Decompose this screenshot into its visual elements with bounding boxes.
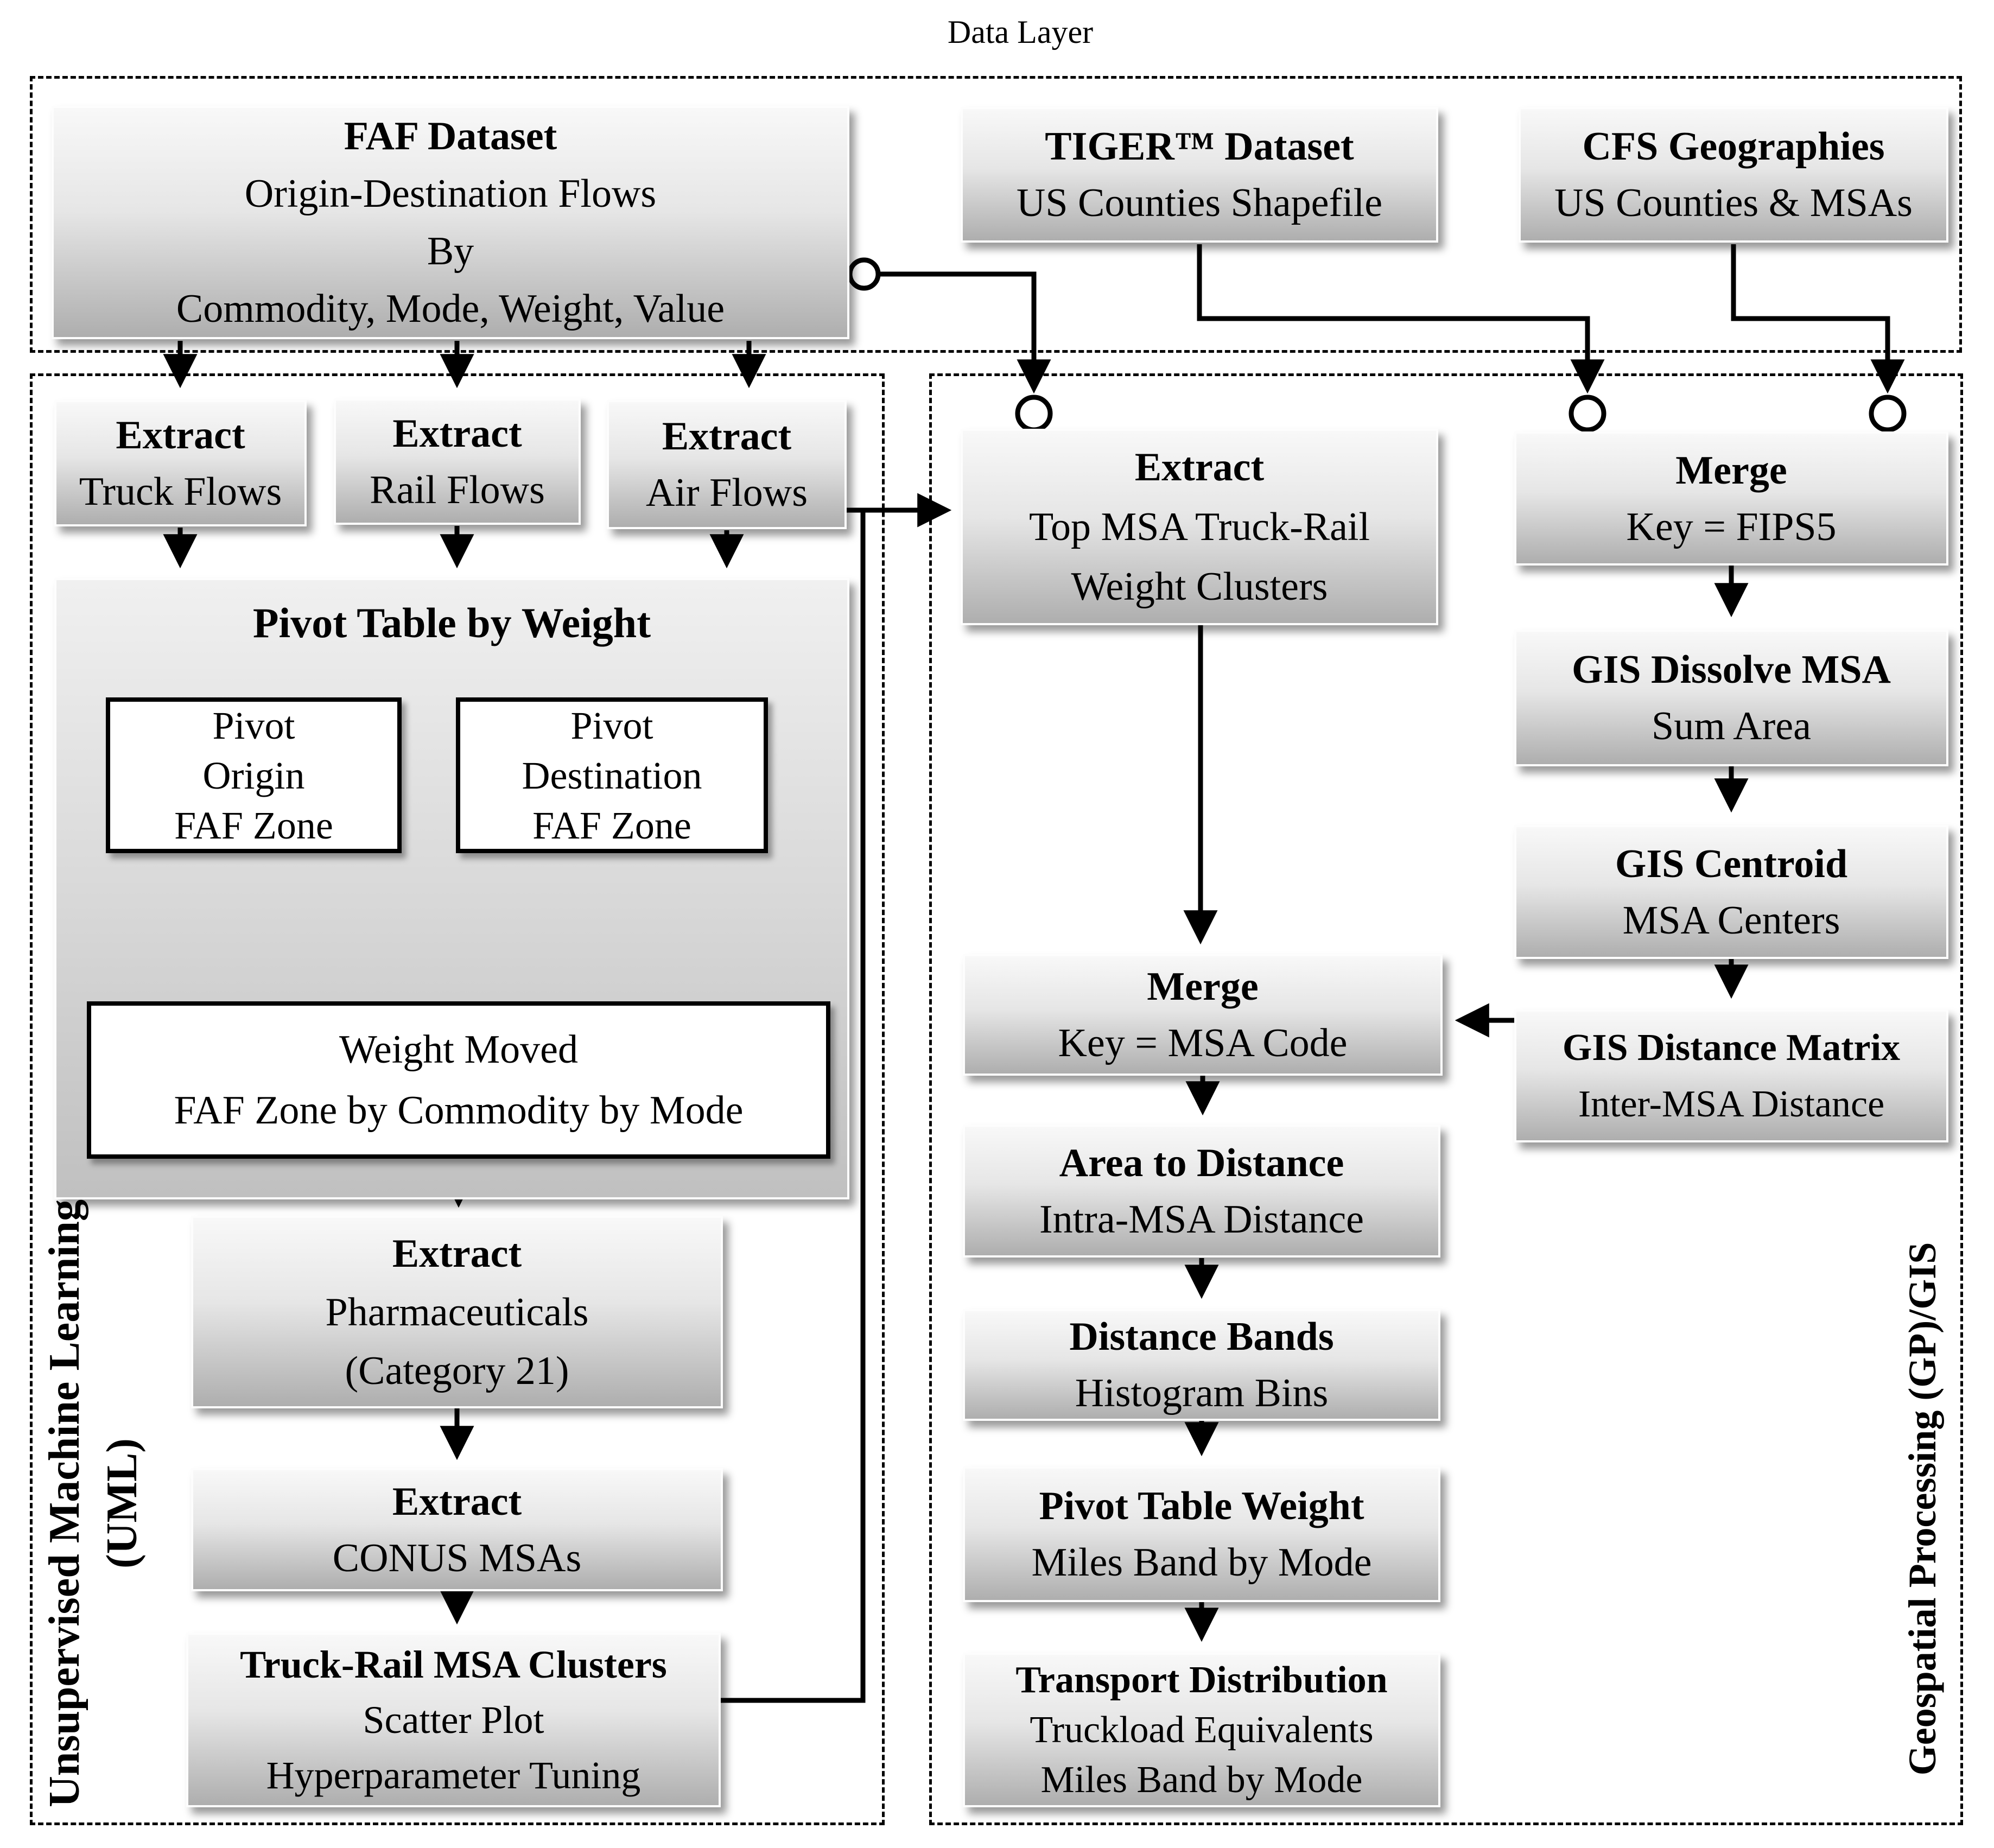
- tiger-dataset-box: TIGER™ Dataset US Counties Shapefile: [961, 107, 1438, 243]
- extract-conus-msas-box: Extract CONUS MSAs: [191, 1468, 723, 1591]
- box-line: Truckload Equivalents: [1030, 1709, 1374, 1751]
- gis-centroid-box: GIS Centroid MSA Centers: [1514, 825, 1948, 959]
- box-line: Inter-MSA Distance: [1578, 1083, 1885, 1125]
- pivot-destination-box: Pivot Destination FAF Zone: [456, 697, 768, 853]
- data-layer-panel: [30, 76, 1962, 353]
- box-line: Pivot: [570, 703, 653, 747]
- merge-msa-code-box: Merge Key = MSA Code: [963, 954, 1443, 1076]
- box-line: Hyperparameter Tuning: [266, 1754, 641, 1797]
- box-line: Intra-MSA Distance: [1039, 1197, 1364, 1242]
- box-line: Destination: [522, 753, 702, 797]
- box-line: Rail Flows: [370, 467, 545, 512]
- box-line: CONUS MSAs: [332, 1535, 582, 1580]
- box-line: Air Flows: [645, 471, 808, 515]
- box-line: Weight Clusters: [1071, 564, 1328, 609]
- pivot-table-title: Pivot Table by Weight: [252, 599, 651, 646]
- pivot-table-weight-box: Pivot Table Weight Miles Band by Mode: [963, 1466, 1440, 1602]
- box-line: GIS Dissolve MSA: [1572, 647, 1891, 692]
- box-line: US Counties Shapefile: [1016, 181, 1383, 225]
- extract-top-msa-box: Extract Top MSA Truck-Rail Weight Cluste…: [961, 429, 1438, 625]
- connector-circle-icon: [847, 257, 881, 291]
- gis-panel: [929, 373, 1963, 1825]
- box-line: FAF Dataset: [344, 114, 557, 158]
- box-line: FAF Zone by Commodity by Mode: [174, 1088, 744, 1133]
- box-line: TIGER™ Dataset: [1045, 124, 1354, 169]
- transport-distribution-box: Transport Distribution Truckload Equival…: [963, 1653, 1440, 1807]
- box-line: FAF Zone: [532, 803, 691, 847]
- truck-rail-msa-clusters-box: Truck-Rail MSA Clusters Scatter Plot Hyp…: [186, 1633, 721, 1807]
- box-line: Truck Flows: [79, 469, 282, 514]
- box-line: Key = FIPS5: [1626, 504, 1837, 549]
- box-line: Histogram Bins: [1075, 1371, 1329, 1415]
- extract-pharmaceuticals-box: Extract Pharmaceuticals (Category 21): [191, 1216, 723, 1408]
- gis-distance-matrix-box: GIS Distance Matrix Inter-MSA Distance: [1514, 1009, 1948, 1142]
- box-line: Origin: [202, 753, 305, 797]
- box-line: Extract: [662, 414, 792, 459]
- box-line: (Category 21): [345, 1348, 569, 1393]
- box-line: MSA Centers: [1622, 898, 1840, 943]
- box-line: Pharmaceuticals: [325, 1290, 589, 1335]
- connector-circle-icon: [1869, 395, 1907, 433]
- box-line: Extract: [392, 411, 522, 456]
- box-line: Key = MSA Code: [1058, 1021, 1348, 1065]
- arrow-tiger-to-merge-fips: [1197, 244, 1605, 394]
- area-to-distance-box: Area to Distance Intra-MSA Distance: [963, 1125, 1440, 1258]
- gis-dissolve-msa-box: GIS Dissolve MSA Sum Area: [1514, 630, 1948, 766]
- box-line: GIS Distance Matrix: [1562, 1026, 1901, 1069]
- box-line: US Counties & MSAs: [1554, 181, 1913, 225]
- box-line: Scatter Plot: [363, 1698, 544, 1742]
- extract-rail-flows-box: Extract Rail Flows: [334, 398, 581, 525]
- connector-circle-icon: [1015, 395, 1053, 433]
- data-layer-title: Data Layer: [947, 14, 1094, 50]
- box-line: Truck-Rail MSA Clusters: [240, 1643, 667, 1686]
- box-line: Extract: [1134, 445, 1265, 490]
- box-line: Pivot: [212, 703, 295, 747]
- extract-air-flows-box: Extract Air Flows: [607, 400, 847, 529]
- box-line: Transport Distribution: [1015, 1659, 1388, 1701]
- box-line: Sum Area: [1652, 704, 1811, 748]
- arrow-faf-to-extract-top-msa: [878, 271, 1051, 394]
- weight-moved-box: Weight Moved FAF Zone by Commodity by Mo…: [87, 1001, 830, 1159]
- box-line: By: [427, 229, 474, 274]
- box-line: Extract: [392, 1479, 522, 1524]
- box-line: Merge: [1147, 964, 1259, 1009]
- arrow-cfs-to-merge-fips: [1731, 244, 1905, 394]
- box-line: Miles Band by Mode: [1031, 1540, 1372, 1585]
- box-line: Extract: [116, 412, 245, 458]
- box-line: CFS Geographies: [1582, 124, 1885, 169]
- line-clusters-feedback: [721, 510, 866, 1703]
- faf-dataset-box: FAF Dataset Origin-Destination Flows By …: [52, 106, 849, 339]
- extract-truck-flows-box: Extract Truck Flows: [54, 400, 307, 526]
- box-line: FAF Zone: [174, 803, 333, 847]
- box-line: Top MSA Truck-Rail: [1028, 505, 1370, 549]
- box-line: Commodity, Mode, Weight, Value: [176, 287, 725, 331]
- distance-bands-box: Distance Bands Histogram Bins: [963, 1309, 1440, 1421]
- box-line: Extract: [392, 1231, 522, 1276]
- merge-fips5-box: Merge Key = FIPS5: [1514, 431, 1948, 566]
- box-line: Area to Distance: [1059, 1140, 1344, 1185]
- box-line: Origin-Destination Flows: [244, 172, 657, 216]
- box-line: Miles Band by Mode: [1040, 1758, 1363, 1801]
- pivot-origin-box: Pivot Origin FAF Zone: [106, 697, 402, 853]
- cfs-geographies-box: CFS Geographies US Counties & MSAs: [1519, 107, 1948, 243]
- box-line: Merge: [1675, 448, 1787, 493]
- connector-circle-icon: [1568, 395, 1606, 433]
- box-line: GIS Centroid: [1615, 841, 1848, 886]
- box-line: Weight Moved: [339, 1027, 579, 1072]
- box-line: Distance Bands: [1069, 1314, 1334, 1359]
- box-line: Pivot Table Weight: [1039, 1484, 1364, 1528]
